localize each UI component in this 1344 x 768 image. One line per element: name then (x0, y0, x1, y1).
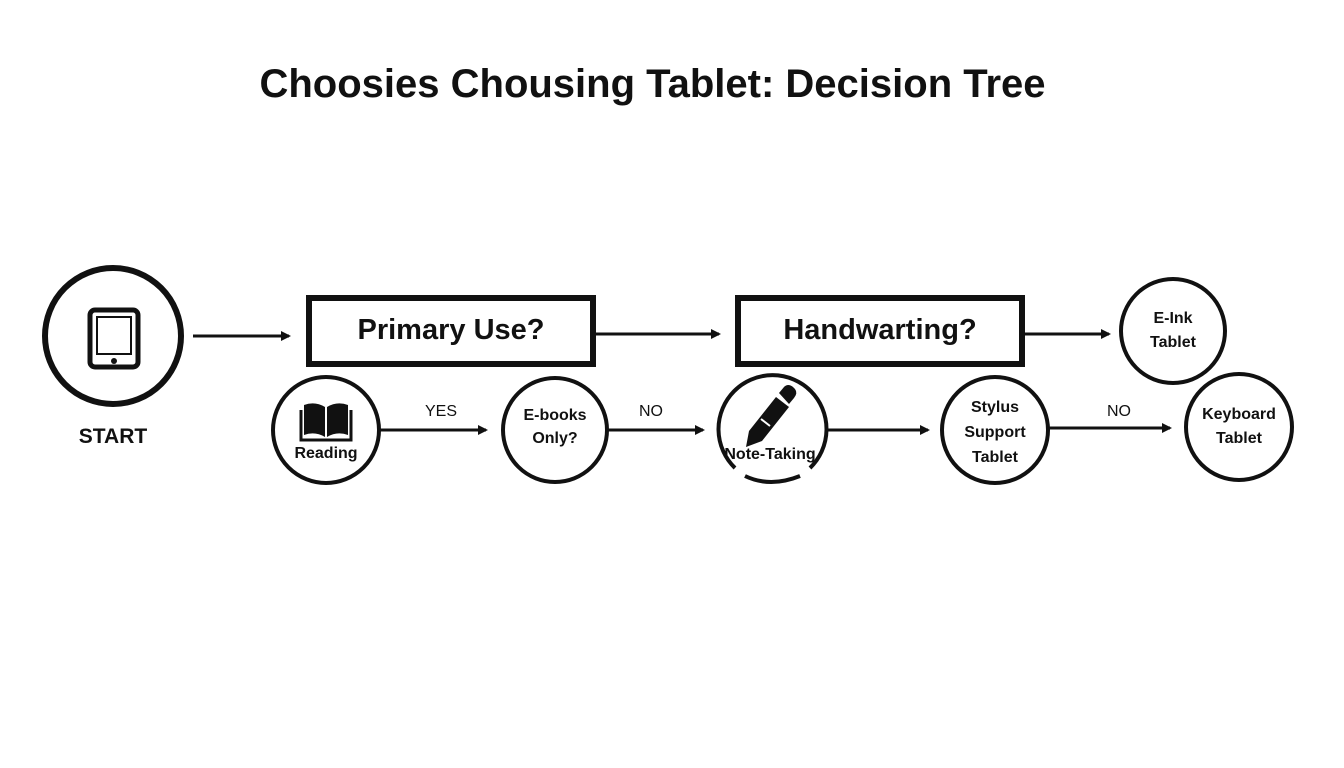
stylus-node (940, 375, 1050, 485)
primary-use-label: Primary Use? (357, 314, 545, 346)
diagram-title: Choosies Chousing Tablet: Decision Tree (259, 62, 1046, 106)
stylus-label: Stylus Support Tablet (943, 396, 1047, 470)
eink-node (1119, 277, 1227, 385)
stylus-label-line1: Stylus (970, 399, 1019, 416)
book-icon (299, 403, 353, 442)
handwriting-label: Handwarting? (783, 314, 977, 346)
note-taking-label: Note-Taking (724, 446, 816, 463)
reading-label: Reading (294, 445, 358, 462)
keyboard-label-line2: Tablet (1216, 430, 1262, 448)
stylus-label-line3: Tablet (972, 448, 1018, 466)
eink-label-line1: E-Ink (1153, 310, 1193, 327)
reading-node (271, 375, 381, 485)
pen-icon (746, 385, 797, 447)
stylus-label-line2: Support (964, 423, 1026, 441)
eink-label: E-Ink Tablet (1121, 309, 1225, 352)
start-label: START (78, 425, 148, 448)
keyboard-label-line1: Keyboard (1202, 406, 1276, 423)
keyboard-label: Keyboard Tablet (1186, 405, 1292, 448)
eink-label-line2: Tablet (1150, 334, 1196, 352)
edge-label-no-2: NO (1107, 403, 1131, 420)
handwriting-node (735, 295, 1025, 367)
keyboard-node (1184, 372, 1294, 482)
tablet-icon (87, 307, 141, 370)
ebooks-label-line2: Only? (532, 430, 578, 448)
edge-label-no-1: NO (639, 403, 663, 420)
note-taking-node-lower-arc (744, 474, 801, 484)
edge-label-yes: YES (424, 403, 457, 420)
ebooks-label: E-books Only? (503, 406, 607, 448)
ebooks-label-line1: E-books (523, 407, 587, 424)
primary-use-node (306, 295, 596, 367)
